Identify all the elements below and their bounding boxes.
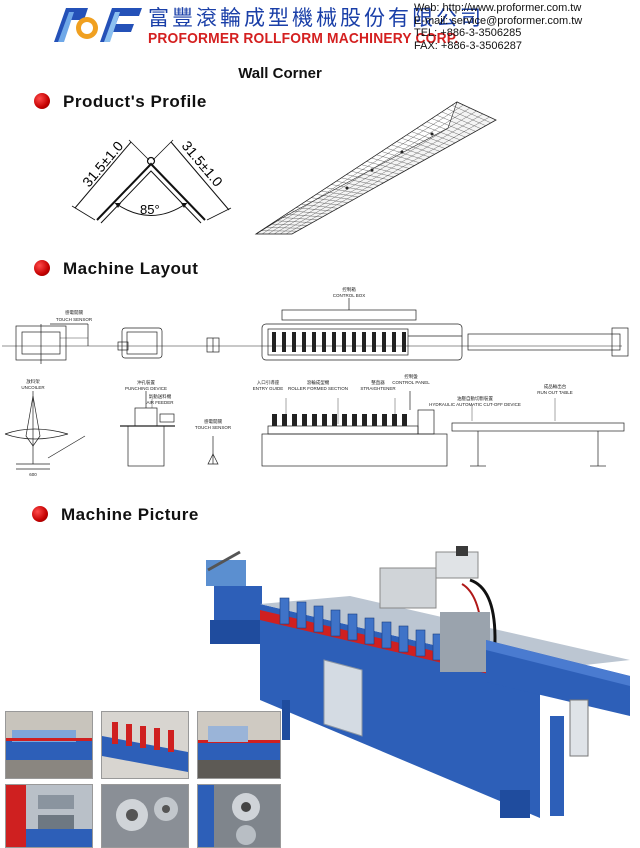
contact-fax: FAX: +886-3-3506287: [414, 39, 522, 52]
section-bullet-icon: [32, 506, 48, 522]
label-touch-sensor: TOUCH SENSOR: [195, 425, 232, 430]
label-straightener: STRAIGHTENER: [360, 386, 396, 391]
label-control-panel: CONTROL PANEL: [392, 380, 430, 385]
label-touch-sensor-top-cn: 感電開關: [65, 309, 83, 316]
contact-web[interactable]: Web: http://www.proformer.com.tw: [414, 2, 582, 14]
label-entry-guide: ENTRY GUIDE: [253, 386, 284, 391]
label-control-box: CONTROL BOX: [333, 293, 366, 298]
label-roller-section: ROLLER FORMED SECTION: [288, 386, 348, 391]
machine-main-photo: [200, 540, 632, 830]
label-uncoiler-cn: 放料架: [26, 378, 40, 385]
machine-layout-drawing: 感電開關 TOUCH SENSOR 控制箱 CONTROL BOX 放料架 UN…: [0, 286, 640, 481]
machine-thumbnail-photo: [101, 711, 189, 779]
contact-tel: TEL: +886-3-3506285: [414, 27, 522, 39]
right-dimension-label: 31.5±1.0: [179, 138, 226, 190]
section-title-picture: Machine Picture: [61, 505, 199, 524]
company-name-chinese: 富豐滾輪成型機械股份有限公司: [148, 6, 484, 30]
contact-info: Web: http://www.proformer.com.tw E-mail:…: [414, 2, 582, 52]
label-cutoff: HYDRAULIC AUTOMATIC CUT-OFF DEVICE: [429, 402, 521, 407]
machine-thumbnail-photo: [197, 711, 281, 779]
company-logo: [44, 4, 144, 46]
section-bullet-icon: [34, 93, 50, 109]
machine-thumbnail-photo: [197, 784, 281, 848]
label-punching: PUNCHING DEVICE: [125, 386, 167, 391]
label-touch-sensor-top: TOUCH SENSOR: [56, 317, 93, 322]
label-control-box-cn: 控制箱: [342, 286, 356, 293]
label-cutoff-cn: 油壓自動切斷裝置: [457, 395, 493, 402]
label-punching-cn: 沖孔裝置: [137, 379, 155, 386]
section-bullet-icon: [34, 260, 50, 276]
document-title: Wall Corner: [238, 65, 322, 82]
label-control-panel-cn: 控制盤: [404, 373, 418, 380]
label-roller-section-cn: 滾輪成型機: [307, 379, 330, 386]
machine-thumbnail-photo: [5, 711, 93, 779]
label-dimension-note: 600: [29, 472, 37, 477]
contact-email[interactable]: E-mail: service@proformer.com.tw: [414, 14, 583, 27]
machine-thumbnail-photo: [101, 784, 189, 848]
angle-label: 85°: [140, 202, 160, 217]
left-dimension-label: 31.5±1.0: [79, 138, 126, 190]
label-uncoiler: UNCOILER: [21, 385, 45, 390]
label-runout: RUN OUT TABLE: [537, 390, 573, 395]
label-air-feeder-cn: 氣動送料機: [149, 393, 172, 400]
label-runout-cn: 成品輸出台: [544, 383, 567, 390]
section-title-profile: Product's Profile: [63, 92, 207, 111]
machine-thumbnail-photo: [5, 784, 93, 848]
label-straightener-cn: 整直器: [371, 379, 385, 386]
profile-3d-mesh-drawing: [252, 100, 497, 236]
profile-cross-section-drawing: 31.5±1.0 31.5±1.0 85°: [55, 128, 255, 238]
label-entry-guide-cn: 入口引導座: [257, 379, 280, 386]
company-name-english: PROFORMER ROLLFORM MACHINERY CORP.: [148, 30, 459, 47]
label-air-feeder: AIR FEEDER: [146, 400, 174, 405]
label-touch-sensor-cn: 感電開關: [204, 418, 222, 425]
section-title-layout: Machine Layout: [63, 259, 199, 278]
